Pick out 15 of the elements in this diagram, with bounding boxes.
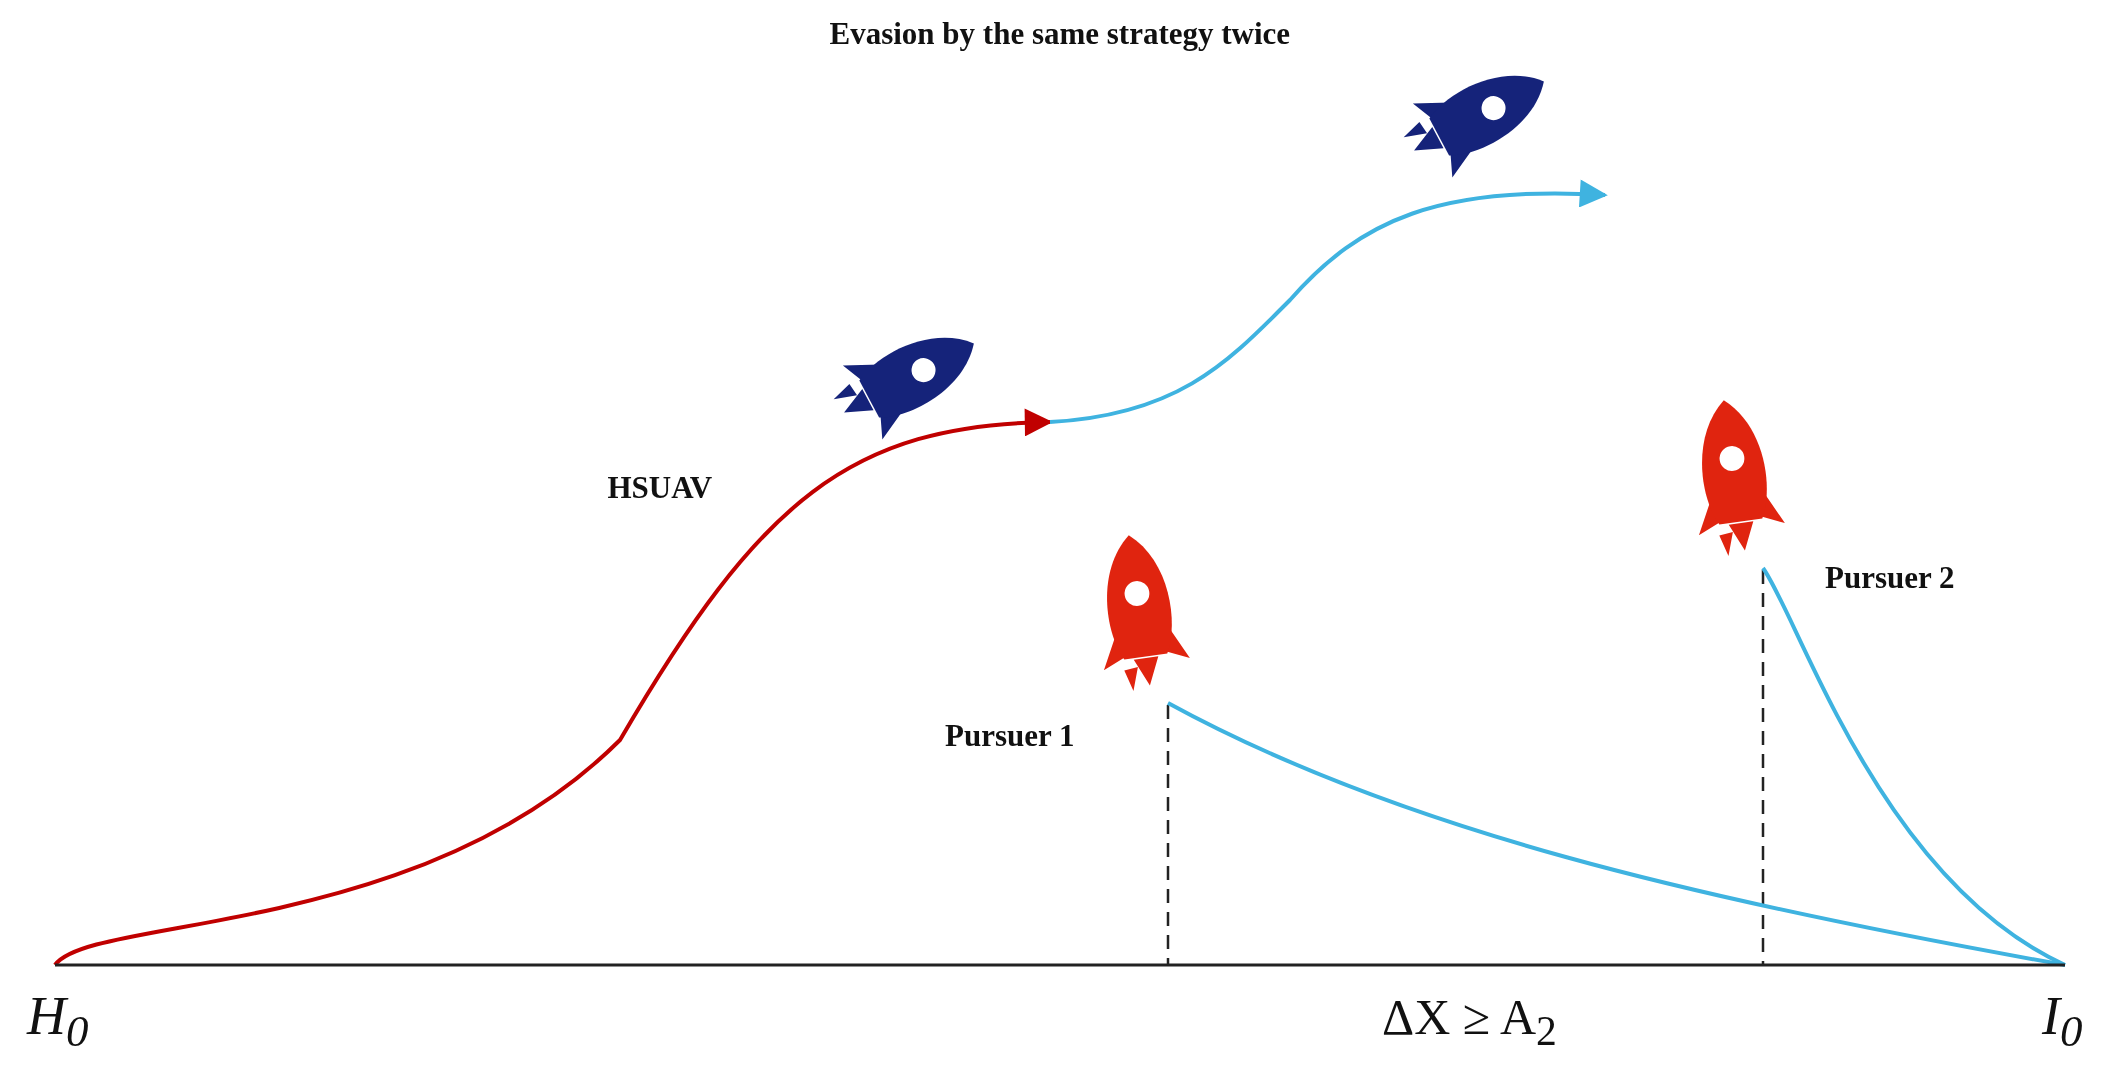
axis-line bbox=[55, 963, 2065, 967]
title: Evasion by the same strategy twice bbox=[829, 16, 1291, 52]
point-label: I$_{0}$ bbox=[2042, 985, 2083, 1057]
rocket-label: Pursuer 1 bbox=[945, 718, 1075, 754]
point-label: H$_{0}$ bbox=[27, 985, 89, 1057]
rocket-icon bbox=[1403, 75, 1544, 178]
trajectory-line bbox=[1761, 566, 2066, 967]
trajectory-label: HSUAV bbox=[607, 470, 713, 506]
condition-label: ΔX ≥ A$_{2}$ bbox=[1382, 988, 1557, 1055]
rocket-icon bbox=[1698, 400, 1785, 557]
trajectory-arrow bbox=[1049, 180, 1608, 424]
rocket-icon bbox=[833, 337, 974, 440]
rocket-label: Pursuer 2 bbox=[1825, 560, 1955, 596]
trajectory-arrow bbox=[53, 409, 1053, 967]
rocket-icon bbox=[1103, 535, 1190, 692]
